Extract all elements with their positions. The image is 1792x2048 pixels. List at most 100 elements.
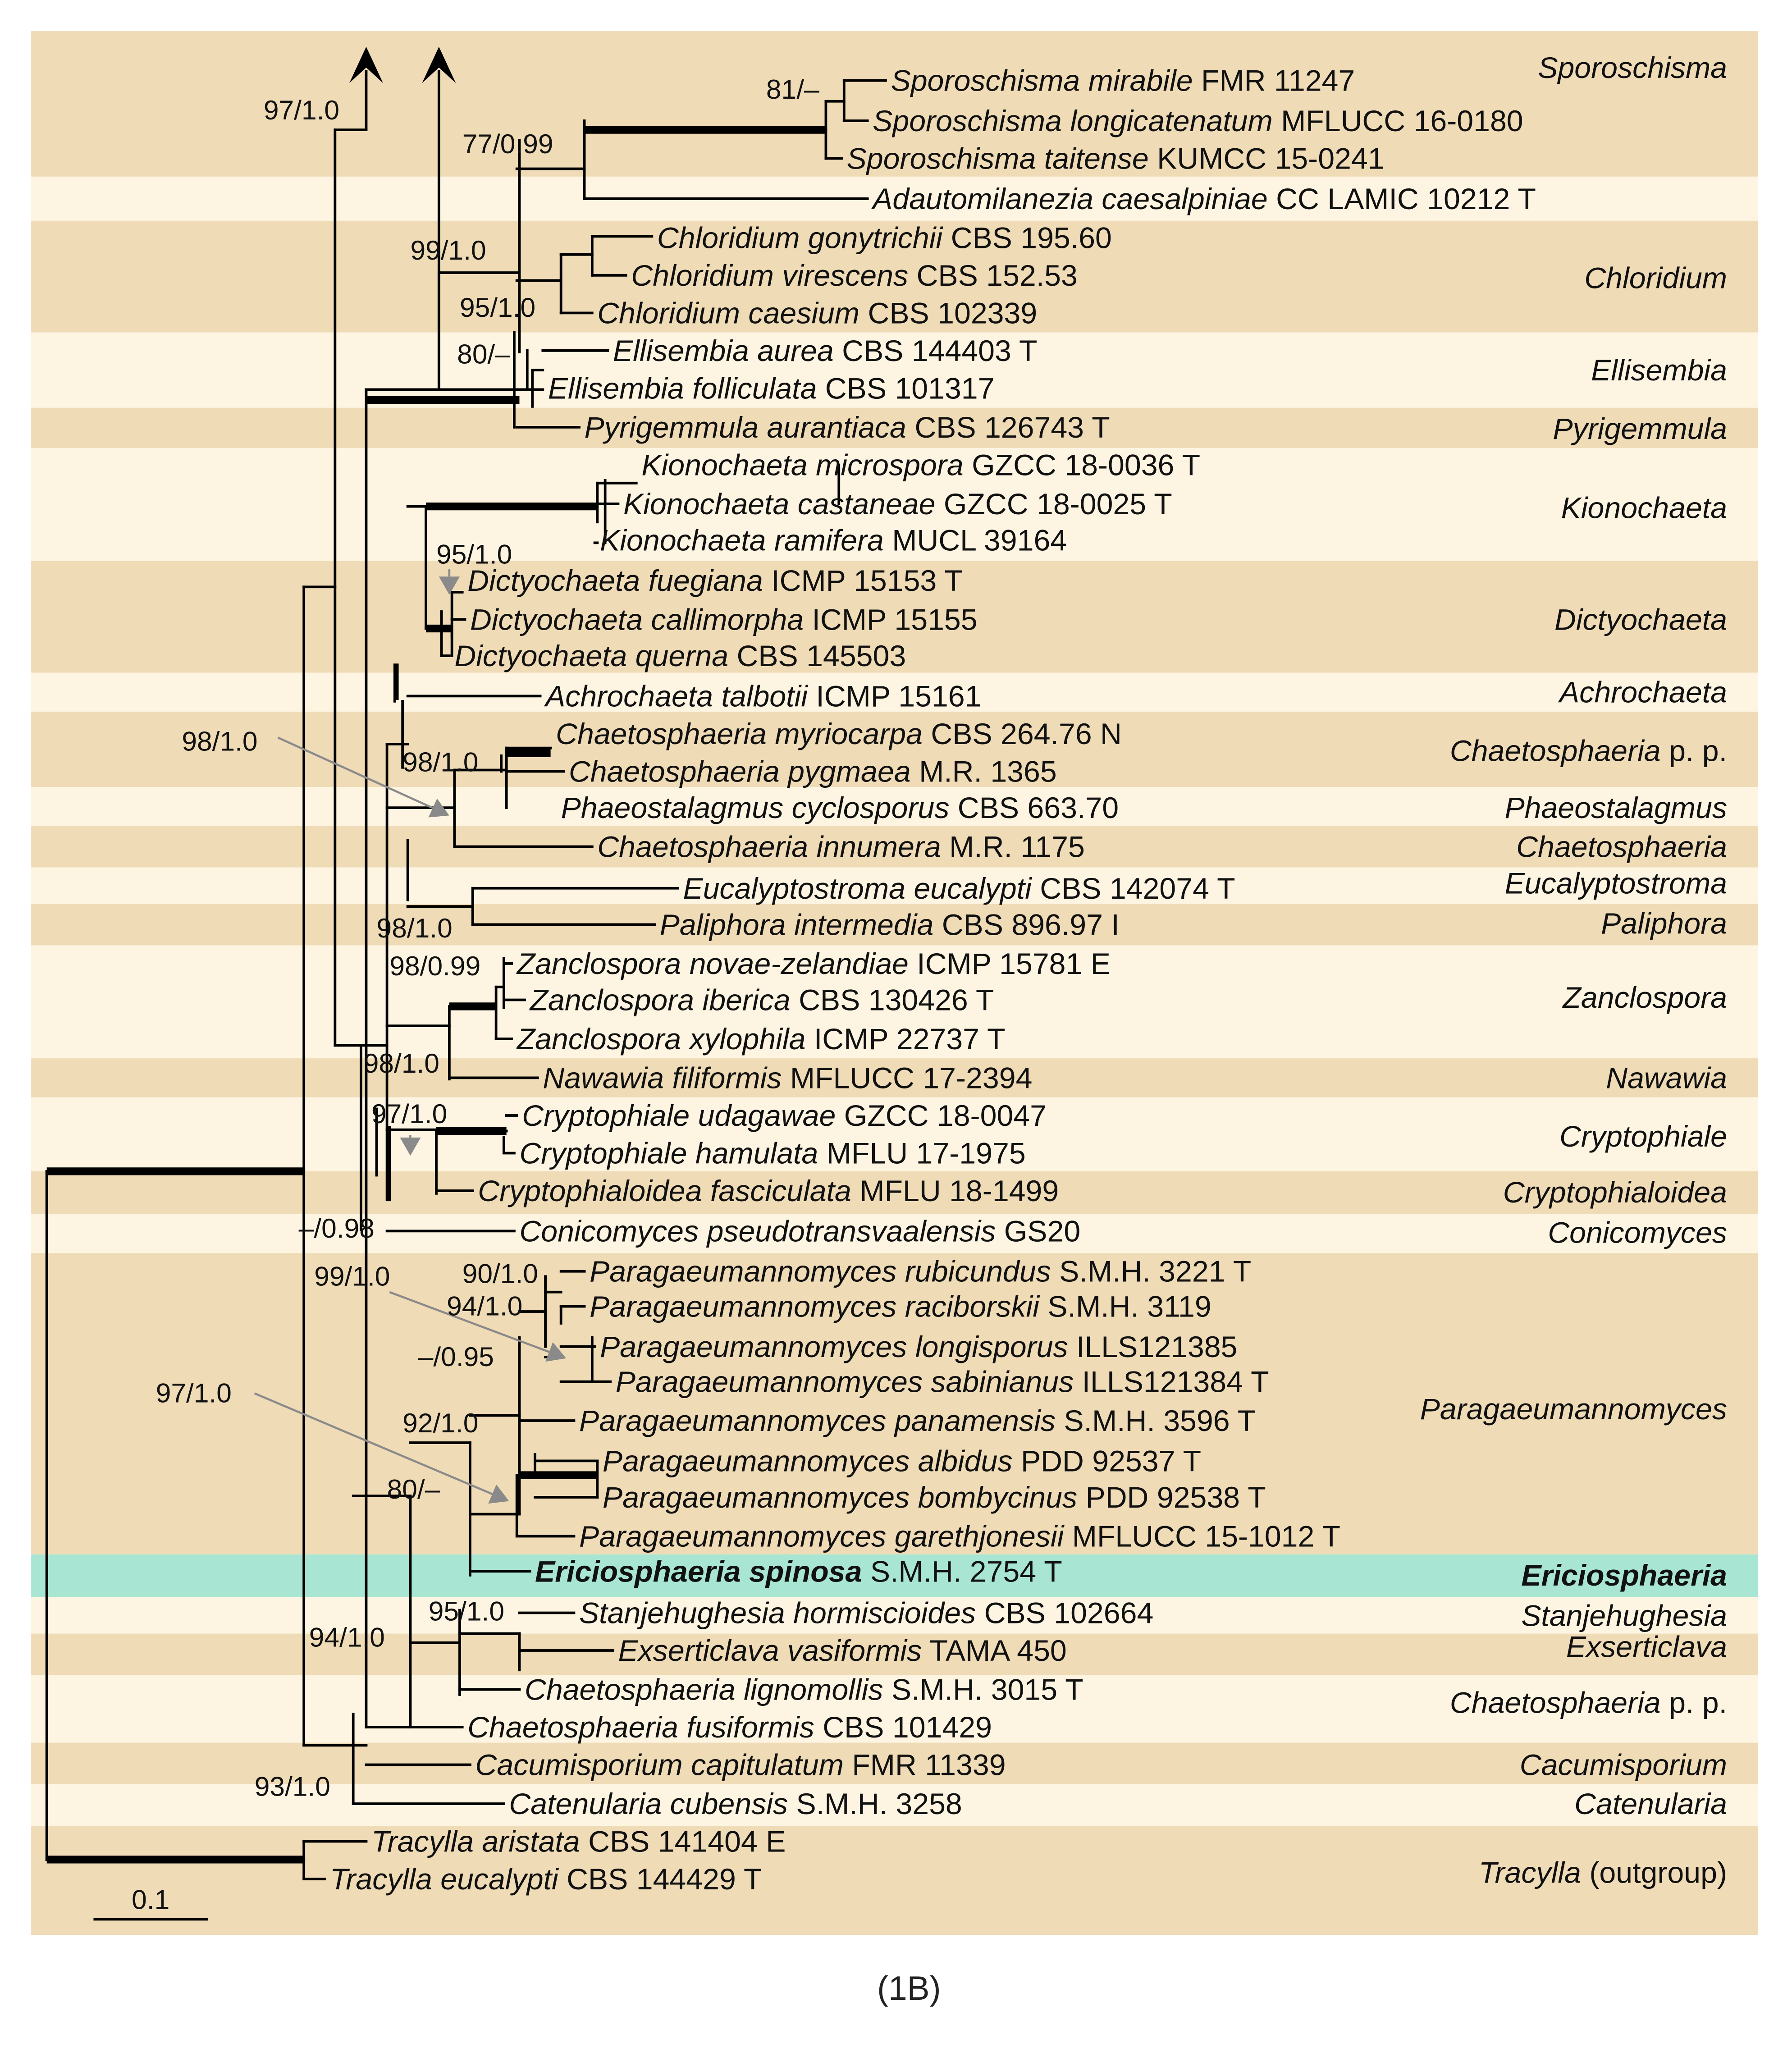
taxon-label: Chaetosphaeria lignomollis S.M.H. 3015 T bbox=[525, 1673, 1083, 1706]
clade-name: Nawawia bbox=[1606, 1061, 1727, 1095]
taxon-epithet: myriocarpa bbox=[767, 718, 923, 751]
taxon-genus: Tracylla bbox=[371, 1825, 474, 1859]
taxon-genus: Paliphora bbox=[660, 908, 786, 942]
taxon-genus: Adautomilanezia bbox=[871, 183, 1093, 216]
taxon-strain: PDD 92537 T bbox=[1013, 1445, 1202, 1478]
taxon-label: Chaetosphaeria pygmaea M.R. 1365 bbox=[569, 755, 1057, 788]
taxon-epithet: iberica bbox=[694, 984, 791, 1017]
pointer-arrowhead-icon bbox=[545, 1342, 567, 1362]
taxon-strain: CBS 126743 T bbox=[906, 411, 1110, 444]
taxon-epithet: intermedia bbox=[786, 908, 934, 942]
support-value: 98/0.99 bbox=[389, 951, 480, 981]
clade-name: Ellisembia bbox=[1591, 354, 1727, 387]
taxon-label: Cryptophiale hamulata MFLU 17-1975 bbox=[519, 1137, 1025, 1170]
clade-name-suffix: (outgroup) bbox=[1581, 1856, 1727, 1890]
taxon-label: Chloridium caesium CBS 102339 bbox=[597, 297, 1037, 330]
taxon-epithet: raciborskii bbox=[896, 1290, 1040, 1324]
taxon-genus: Paragaeumannomyces bbox=[600, 1330, 907, 1364]
taxon-label: Pyrigemmula aurantiaca CBS 126743 T bbox=[585, 411, 1110, 444]
taxon-genus: Cryptophiale bbox=[519, 1137, 687, 1170]
taxon-strain: FMR 11247 bbox=[1193, 64, 1355, 98]
clade-label: Conicomyces bbox=[1548, 1216, 1727, 1249]
taxon-epithet: sabinianus bbox=[923, 1366, 1074, 1399]
taxon-label: Ellisembia aurea CBS 144403 T bbox=[613, 334, 1038, 368]
taxon-strain: ICMP 15161 bbox=[808, 680, 981, 713]
taxon-genus: Kionochaeta bbox=[623, 488, 789, 521]
pointer-arrowhead-icon bbox=[439, 576, 460, 595]
taxon-genus: Pyrigemmula bbox=[585, 411, 759, 444]
taxon-genus: Conicomyces bbox=[519, 1215, 699, 1248]
support-value: 80/– bbox=[457, 339, 510, 370]
clade-label: Pyrigemmula bbox=[1553, 412, 1727, 446]
taxon-epithet: fuegiana bbox=[640, 564, 763, 598]
up-arrow-icon bbox=[422, 46, 456, 83]
taxon-strain: CBS 896.97 I bbox=[933, 908, 1119, 942]
taxon-strain: M.R. 1175 bbox=[941, 831, 1085, 864]
clade-band bbox=[31, 904, 1759, 946]
taxon-epithet: hormiscioides bbox=[785, 1597, 976, 1630]
taxon-label: Kionochaeta microspora GZCC 18-0036 T bbox=[641, 449, 1200, 482]
clade-band bbox=[31, 1554, 1759, 1597]
taxon-label: Zanclospora xylophila ICMP 22737 T bbox=[516, 1023, 1006, 1056]
taxon-epithet: virescens bbox=[774, 259, 908, 293]
taxon-genus: Cryptophialoidea bbox=[478, 1175, 702, 1208]
taxon-epithet: vasiformis bbox=[779, 1634, 922, 1668]
clade-band bbox=[31, 945, 1759, 1059]
clade-label: Nawawia bbox=[1606, 1061, 1727, 1095]
taxon-genus: Chloridium bbox=[597, 297, 740, 330]
taxon-strain: MFLU 18-1499 bbox=[851, 1175, 1059, 1208]
taxon-strain: CBS 101429 bbox=[814, 1711, 992, 1744]
support-value: 95/1.0 bbox=[436, 539, 512, 569]
taxon-genus: Sporoschisma bbox=[847, 142, 1036, 176]
clade-band bbox=[31, 332, 1759, 408]
clade-label: Ellisembia bbox=[1591, 354, 1727, 387]
support-value: –/0.98 bbox=[299, 1213, 375, 1243]
taxon-genus: Achrochaeta bbox=[544, 680, 713, 713]
taxon-strain: S.M.H. 3221 T bbox=[1051, 1255, 1251, 1289]
clade-band bbox=[31, 561, 1759, 673]
taxon-epithet: bombycinus bbox=[910, 1481, 1077, 1514]
clade-name: Zanclospora bbox=[1562, 981, 1727, 1015]
clade-label: Eucalyptostroma bbox=[1505, 867, 1727, 900]
taxon-strain: S.M.H. 3119 bbox=[1039, 1290, 1211, 1324]
taxon-genus: Stanjehughesia bbox=[579, 1597, 785, 1630]
clade-label: Chloridium bbox=[1584, 262, 1727, 295]
clade-name: Chaetosphaeria bbox=[1450, 734, 1661, 768]
clade-name: Paragaeumannomyces bbox=[1420, 1393, 1727, 1426]
taxon-genus: Tracylla bbox=[330, 1863, 432, 1896]
support-value: 80/– bbox=[387, 1474, 440, 1504]
taxon-strain: CBS 264.76 N bbox=[923, 718, 1122, 751]
taxon-label: Sporoschisma mirabile FMR 11247 bbox=[891, 64, 1355, 98]
taxon-label: Sporoschisma longicatenatum MFLUCC 16-01… bbox=[873, 105, 1523, 138]
clade-label: Chaetosphaeria bbox=[1516, 831, 1727, 864]
taxon-epithet: microspora bbox=[808, 449, 964, 482]
taxon-label: Stanjehughesia hormiscioides CBS 102664 bbox=[579, 1597, 1153, 1630]
clade-band bbox=[31, 1742, 1759, 1784]
clade-label: Sporoschisma bbox=[1538, 51, 1727, 85]
taxon-epithet: ramifera bbox=[766, 524, 883, 558]
taxon-strain: GZCC 18-0047 bbox=[836, 1099, 1047, 1133]
taxon-strain: ILLS121385 bbox=[1068, 1330, 1238, 1364]
support-pointer-line bbox=[254, 1392, 493, 1495]
clade-name: Catenularia bbox=[1574, 1787, 1727, 1821]
clade-name: Cryptophiale bbox=[1559, 1120, 1727, 1153]
clade-label: Catenularia bbox=[1574, 1787, 1727, 1821]
clade-label: Cryptophiale bbox=[1559, 1120, 1727, 1153]
clade-band bbox=[31, 1097, 1759, 1171]
taxon-strain: GZCC 18-0036 T bbox=[964, 449, 1200, 482]
taxon-genus: Paragaeumannomyces bbox=[590, 1255, 896, 1289]
taxon-strain: CBS 102664 bbox=[976, 1597, 1153, 1630]
taxon-strain: MFLUCC 17-2394 bbox=[782, 1061, 1032, 1095]
clade-band bbox=[31, 176, 1759, 221]
support-pointer-line bbox=[389, 1291, 550, 1353]
taxon-strain: CBS 130426 T bbox=[791, 984, 994, 1017]
clade-label: Exserticlava bbox=[1566, 1630, 1727, 1664]
taxon-strain: CBS 144429 T bbox=[558, 1863, 762, 1896]
taxon-genus: Cacumisporium bbox=[475, 1749, 683, 1782]
clade-band bbox=[31, 787, 1759, 826]
support-pointer-line bbox=[277, 736, 434, 809]
taxon-epithet: gonytrichii bbox=[800, 221, 944, 255]
taxon-strain: MFLUCC 15-1012 T bbox=[1064, 1520, 1340, 1554]
clade-band bbox=[31, 220, 1759, 333]
